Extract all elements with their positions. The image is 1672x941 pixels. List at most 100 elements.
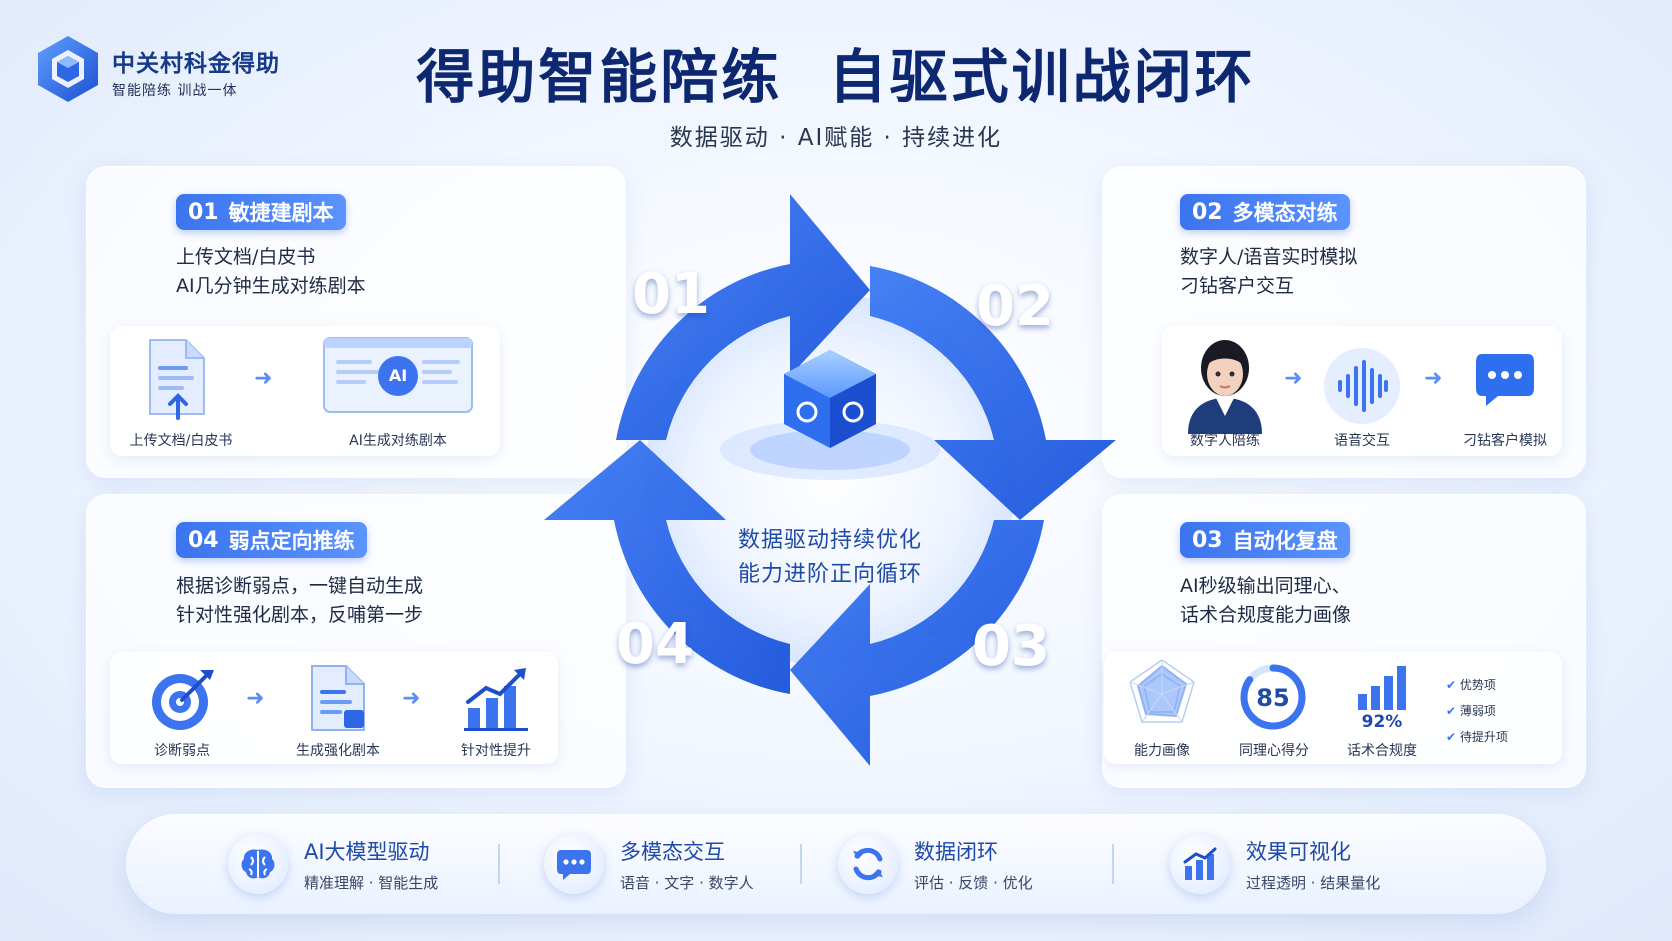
review-checklist: ✔ 优势项 ✔ 薄弱项 ✔ 待提升项 (1446, 672, 1508, 750)
cycle-diagram (544, 194, 1116, 766)
feature-subtitle: 语音 · 文字 · 数字人 (620, 873, 754, 892)
check-icon: ✔ (1446, 678, 1460, 692)
cycle-arrow-04 (544, 440, 790, 694)
feature-title: 数据闭环 (914, 839, 998, 864)
empathy-score: 85 (1256, 684, 1290, 712)
refresh-icon (853, 847, 883, 881)
feature-icon-wrap (544, 834, 604, 894)
desc-line: 上传文档/白皮书 (176, 246, 316, 268)
feature-subtitle: 精准理解 · 智能生成 (304, 873, 439, 892)
cycle-number-02: 02 (976, 274, 1054, 339)
chat-icon (557, 850, 591, 880)
cycle-number-04: 04 (616, 612, 694, 677)
script-document-icon (311, 665, 365, 731)
step-caption: 同理心得分 (1239, 743, 1309, 759)
compliance-bars-icon (1358, 666, 1406, 710)
checklist-label: 薄弱项 (1459, 704, 1496, 718)
ai-label: AI (388, 366, 408, 385)
stage-number: 02 (1192, 199, 1223, 225)
checklist-label: 待提升项 (1459, 730, 1508, 744)
stage-steps-03 (1104, 652, 1562, 764)
score-ring-icon (1240, 664, 1306, 730)
voice-wave-icon (1324, 348, 1400, 424)
cycle-arrow-01 (616, 194, 870, 440)
desc-line: 刁钻客户交互 (1180, 275, 1295, 297)
stage-desc-03: AI秒级输出同理心、 话术合规度能力画像 (1180, 572, 1351, 630)
cycle-number-01: 01 (632, 262, 710, 327)
step-caption: 针对性提升 (461, 743, 531, 759)
feature-divider (800, 844, 802, 884)
stage-number: 03 (1192, 527, 1223, 553)
arrow-right-icon: ➜ (1284, 366, 1303, 391)
cycle-center-text: 数据驱动持续优化 能力进阶正向循环 (680, 524, 980, 592)
desc-line: AI几分钟生成对练剧本 (176, 275, 366, 297)
feature-divider (498, 844, 500, 884)
brand-name: 中关村科金得助 (112, 51, 280, 77)
cycle-arrow-02 (870, 266, 1116, 520)
step-caption: 生成强化剧本 (296, 743, 380, 759)
target-icon (152, 670, 214, 730)
feature-divider (1112, 844, 1114, 884)
checklist-item: ✔ 待提升项 (1446, 724, 1508, 750)
arrow-right-icon: ➜ (254, 366, 273, 391)
desc-line: 话术合规度能力画像 (1180, 604, 1352, 626)
desc-line: 根据诊断弱点，一键自动生成 (176, 575, 424, 597)
checklist-item: ✔ 优势项 (1446, 672, 1508, 698)
feature-bar (126, 814, 1546, 914)
feature-item: 数据闭环 评估 · 反馈 · 优化 (838, 834, 1033, 894)
stage-badge-03: 03 自动化复盘 (1180, 522, 1350, 558)
checklist-label: 优势项 (1459, 678, 1496, 692)
document-upload-icon (149, 339, 205, 420)
stage-badge-04: 04 弱点定向推练 (176, 522, 367, 558)
check-icon: ✔ (1446, 704, 1460, 718)
feature-subtitle: 评估 · 反馈 · 优化 (914, 873, 1033, 892)
step-caption: 上传文档/白皮书 (129, 433, 233, 449)
step-caption: 刁钻客户模拟 (1463, 433, 1547, 449)
desc-line: AI秒级输出同理心、 (1180, 575, 1351, 597)
feature-icon-wrap (838, 834, 898, 894)
stage-desc-01: 上传文档/白皮书 AI几分钟生成对练剧本 (176, 243, 366, 301)
chat-bubble-icon (1476, 354, 1534, 406)
ai-script-screen-icon (323, 337, 473, 413)
brand-logo-icon (38, 36, 98, 102)
desc-line: 数字人/语音实时模拟 (1180, 246, 1358, 268)
radar-chart-icon (1129, 659, 1195, 723)
step-caption: 数字人陪练 (1190, 433, 1260, 449)
step-caption: 诊断弱点 (154, 743, 210, 759)
feature-icon-wrap (1170, 834, 1230, 894)
feature-title: 效果可视化 (1246, 839, 1351, 864)
stage-title: 敏捷建剧本 (228, 201, 334, 225)
page-title: 得助智能陪练 自驱式训战闭环 (416, 43, 1256, 111)
step-caption: 能力画像 (1134, 743, 1190, 759)
checklist-item: ✔ 薄弱项 (1446, 698, 1508, 724)
step-caption: 话术合规度 (1347, 743, 1417, 759)
arrow-right-icon: ➜ (402, 686, 421, 711)
center-line: 数据驱动持续优化 (737, 528, 922, 553)
check-icon: ✔ (1446, 730, 1460, 744)
step-caption: 语音交互 (1334, 433, 1390, 449)
stage-number: 04 (188, 527, 219, 553)
desc-line: 针对性强化剧本，反哺第一步 (176, 604, 424, 626)
stage-badge-01: 01 敏捷建剧本 (176, 194, 346, 230)
feature-subtitle: 过程透明 · 结果量化 (1246, 873, 1381, 892)
cycle-arrow-03 (790, 520, 1044, 766)
step-caption: AI生成对练剧本 (349, 433, 447, 449)
stage-desc-02: 数字人/语音实时模拟 刁钻客户交互 (1180, 243, 1357, 301)
growth-chart-icon (464, 668, 528, 731)
arrow-right-icon: ➜ (1424, 366, 1443, 391)
digital-human-avatar-icon (1188, 340, 1262, 434)
stage-number: 01 (188, 199, 219, 225)
feature-title: 多模态交互 (620, 839, 725, 864)
page-subtitle: 数据驱动 · AI赋能 · 持续进化 (669, 125, 1003, 151)
arrow-right-icon: ➜ (246, 686, 265, 711)
compliance-rate: 92% (1361, 712, 1403, 732)
stage-badge-02: 02 多模态对练 (1180, 194, 1350, 230)
feature-item: 多模态交互 语音 · 文字 · 数字人 (544, 834, 754, 894)
brain-icon (241, 849, 275, 879)
feature-title: AI大模型驱动 (304, 839, 430, 864)
stage-title: 自动化复盘 (1232, 529, 1338, 553)
stage-title: 多模态对练 (1232, 201, 1338, 225)
ai-cube-icon (720, 350, 940, 480)
cycle-number-03: 03 (972, 614, 1050, 679)
bar-chart-icon (1183, 847, 1217, 880)
